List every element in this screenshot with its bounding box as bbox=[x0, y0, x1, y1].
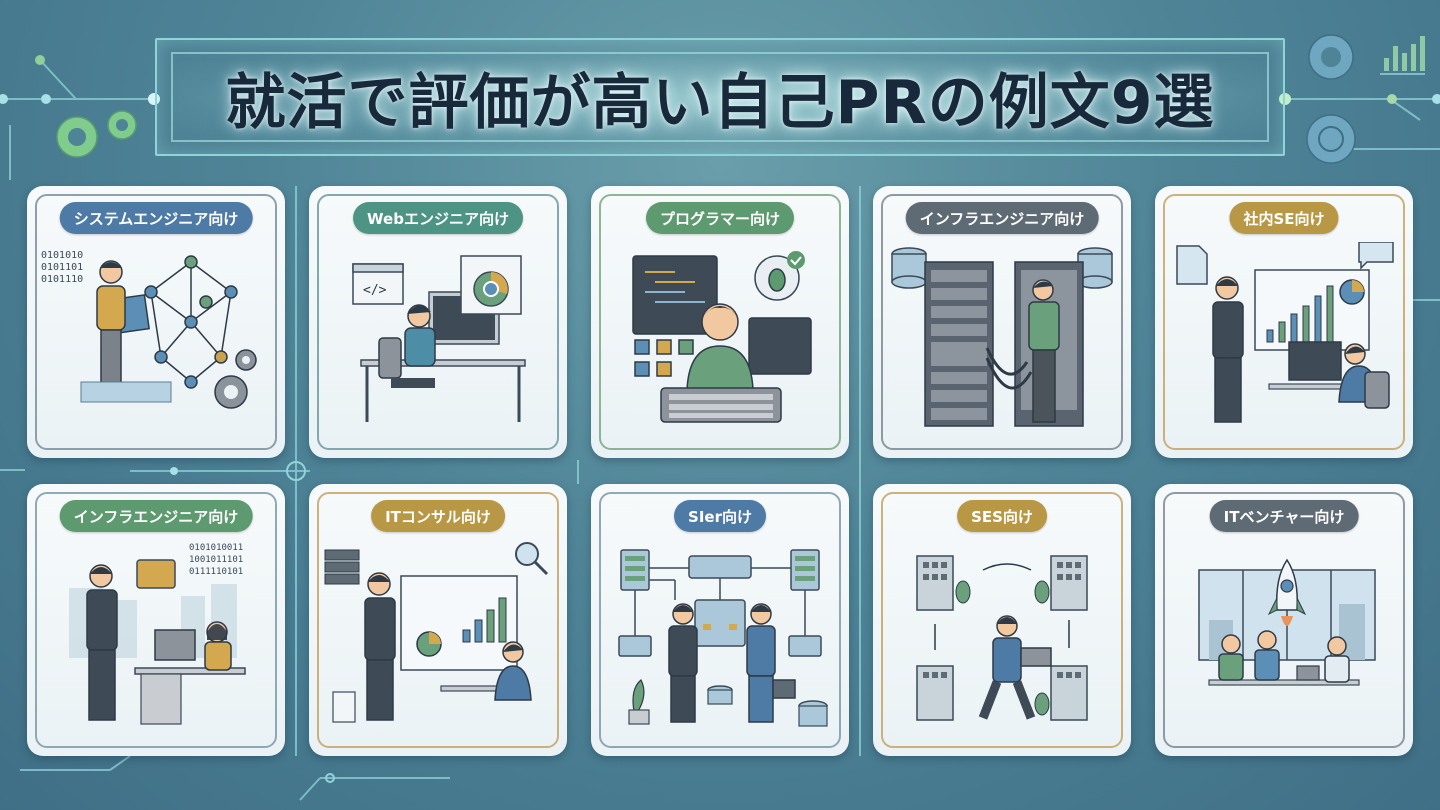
card-label-badge: Webエンジニア向け bbox=[353, 202, 523, 234]
presenter-chart-illustration bbox=[1176, 242, 1394, 423]
server-rack-engineer-illustration bbox=[891, 247, 1113, 427]
card-infra-engineer-2[interactable]: インフラエンジニア向け 0101010011 1001011101 011111… bbox=[27, 484, 285, 756]
office-manager-worker-illustration: 0101010011 1001011101 0111110101 bbox=[69, 543, 246, 725]
programmer-keyboard-illustration bbox=[632, 251, 812, 423]
svg-text:1001011101: 1001011101 bbox=[189, 555, 243, 565]
card-ses[interactable]: SES向け bbox=[873, 484, 1131, 756]
consultant-presentation-illustration bbox=[324, 542, 549, 723]
card-label-badge: 社内SE向け bbox=[1229, 202, 1339, 234]
svg-text:</>: </> bbox=[363, 283, 387, 298]
card-label-badge: ITコンサル向け bbox=[371, 500, 505, 532]
svg-text:0101010011: 0101010011 bbox=[189, 543, 243, 553]
svg-text:0111110101: 0111110101 bbox=[189, 567, 243, 577]
card-system-engineer[interactable]: システムエンジニア向け 0101010 0101101 0101110 bbox=[27, 186, 285, 458]
team-rocket-illustration bbox=[1198, 558, 1376, 686]
card-programmer[interactable]: プログラマー向け bbox=[591, 186, 849, 458]
svg-text:0101101: 0101101 bbox=[41, 262, 83, 273]
handshake-system-diagram-illustration bbox=[618, 549, 828, 727]
card-label-badge: システムエンジニア向け bbox=[59, 202, 253, 234]
card-it-consultant[interactable]: ITコンサル向け bbox=[309, 484, 567, 756]
card-sier[interactable]: SIer向け bbox=[591, 484, 849, 756]
card-it-venture[interactable]: ITベンチャー向け bbox=[1155, 484, 1413, 756]
title-frame bbox=[155, 38, 1285, 156]
worker-between-buildings-illustration bbox=[916, 555, 1088, 721]
card-label-badge: インフラエンジニア向け bbox=[59, 500, 253, 532]
engineer-blueprint-network-illustration: 0101010 0101101 0101110 bbox=[41, 250, 257, 409]
card-label-badge: SES向け bbox=[957, 500, 1047, 532]
card-web-engineer[interactable]: Webエンジニア向け </> bbox=[309, 186, 567, 458]
card-label-badge: プログラマー向け bbox=[645, 202, 795, 234]
card-label-badge: ITベンチャー向け bbox=[1209, 500, 1359, 532]
card-in-house-se[interactable]: 社内SE向け bbox=[1155, 186, 1413, 458]
card-label-badge: インフラエンジニア向け bbox=[905, 202, 1099, 234]
web-developer-desk-illustration: </> bbox=[352, 255, 526, 422]
card-label-badge: SIer向け bbox=[674, 500, 766, 532]
svg-text:0101110: 0101110 bbox=[41, 274, 83, 285]
svg-text:0101010: 0101010 bbox=[41, 250, 83, 261]
page-title: 就活で評価が高い自己PRの例文9選 bbox=[225, 67, 1215, 138]
card-infra-engineer[interactable]: インフラエンジニア向け bbox=[873, 186, 1131, 458]
